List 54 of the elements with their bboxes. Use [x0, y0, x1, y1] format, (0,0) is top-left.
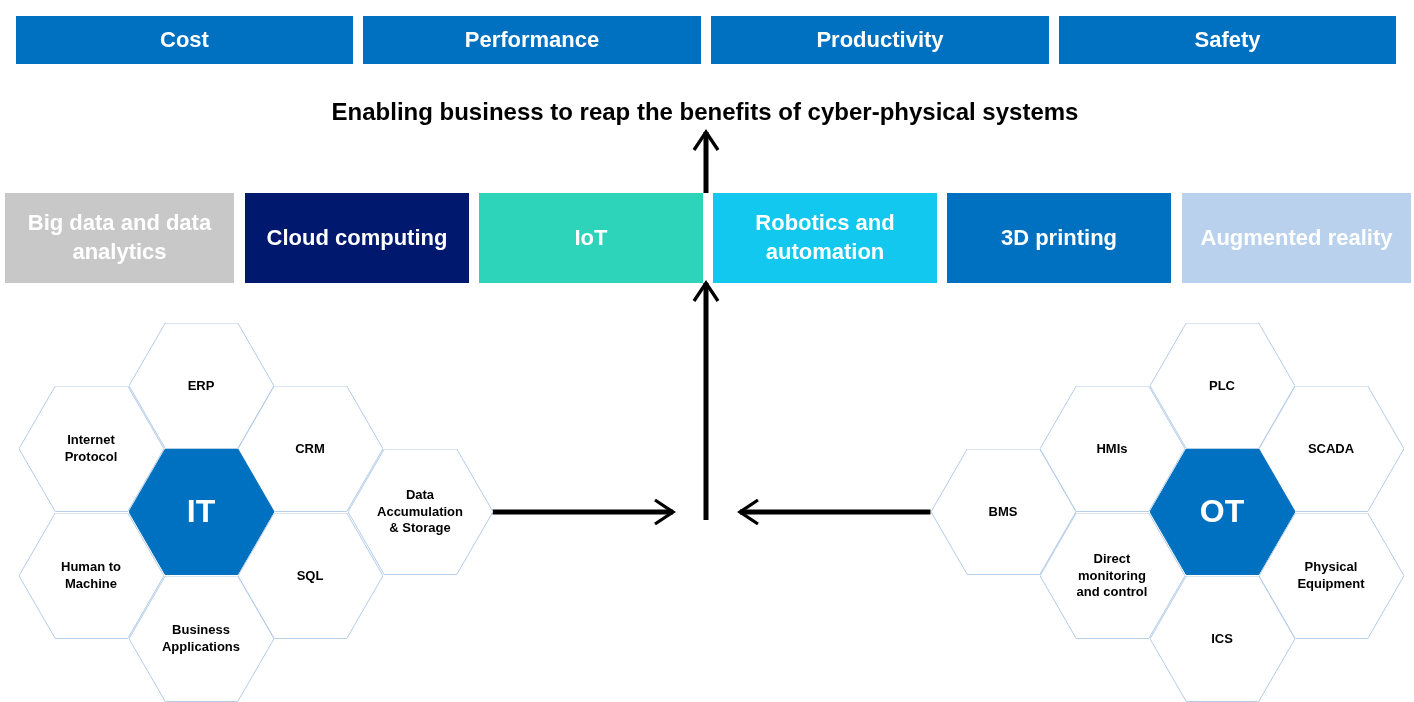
hexagon [128, 323, 274, 449]
arrow [492, 498, 675, 526]
benefit-bar [1059, 16, 1396, 64]
box-label: IoT [574, 223, 608, 252]
benefit-bar [16, 16, 353, 64]
hexagon [1149, 576, 1295, 702]
benefit-bar [711, 16, 1049, 64]
arrow [738, 498, 931, 526]
box-label: Cloud computing [266, 223, 448, 252]
hexagon-label: IT [186, 492, 216, 532]
box-label: 3D printing [1000, 223, 1118, 252]
box-label: Cost [160, 25, 209, 54]
hexagon [1149, 449, 1295, 575]
hexagon [1258, 513, 1404, 639]
hexagon-label: Data Accumulation & Storage [376, 486, 464, 538]
hexagon [128, 576, 274, 702]
hexagon [128, 449, 274, 575]
arrow [692, 281, 720, 520]
hexagon-label: Direct monitoring and control [1075, 550, 1149, 602]
hexagon-label: Physical Equipment [1296, 559, 1366, 593]
arrow [692, 130, 720, 193]
hexagon-label: ICS [1211, 630, 1233, 648]
hexagon-label: PLC [1209, 377, 1235, 395]
technology-box [713, 193, 937, 283]
heading-text: Enabling business to reap the benefits of cyber-physical systems [280, 92, 1130, 132]
hexagon-label: CRM [295, 440, 325, 458]
hexagon-label: Business Applications [161, 622, 241, 656]
hexagon [1149, 323, 1295, 449]
box-label: Augmented reality [1200, 223, 1393, 252]
hexagon-label: ERP [187, 377, 215, 395]
hexagon-label: BMS [988, 503, 1018, 521]
hexagon [347, 449, 493, 575]
technology-box [1182, 193, 1411, 283]
box-label: Robotics and automation [754, 209, 896, 266]
box-label: Productivity [816, 25, 944, 54]
hexagon-label: SCADA [1307, 440, 1355, 458]
technology-box [479, 193, 703, 283]
hexagon-label: SQL [296, 567, 324, 585]
hexagon-label: OT [1199, 492, 1245, 532]
hexagon-label: Human to Machine [60, 559, 122, 593]
hexagon [1039, 513, 1185, 639]
hexagon [1039, 386, 1185, 512]
hexagon-label: Internet Protocol [63, 432, 119, 466]
hexagon [18, 513, 164, 639]
box-label: Performance [464, 25, 600, 54]
benefit-bar [363, 16, 701, 64]
hexagon [18, 386, 164, 512]
technology-box [245, 193, 469, 283]
technology-box [947, 193, 1171, 283]
hexagon [1258, 386, 1404, 512]
box-label: Safety [1194, 25, 1261, 54]
technology-box [5, 193, 234, 283]
hexagon-label: HMIs [1096, 440, 1128, 458]
hexagon [930, 449, 1076, 575]
